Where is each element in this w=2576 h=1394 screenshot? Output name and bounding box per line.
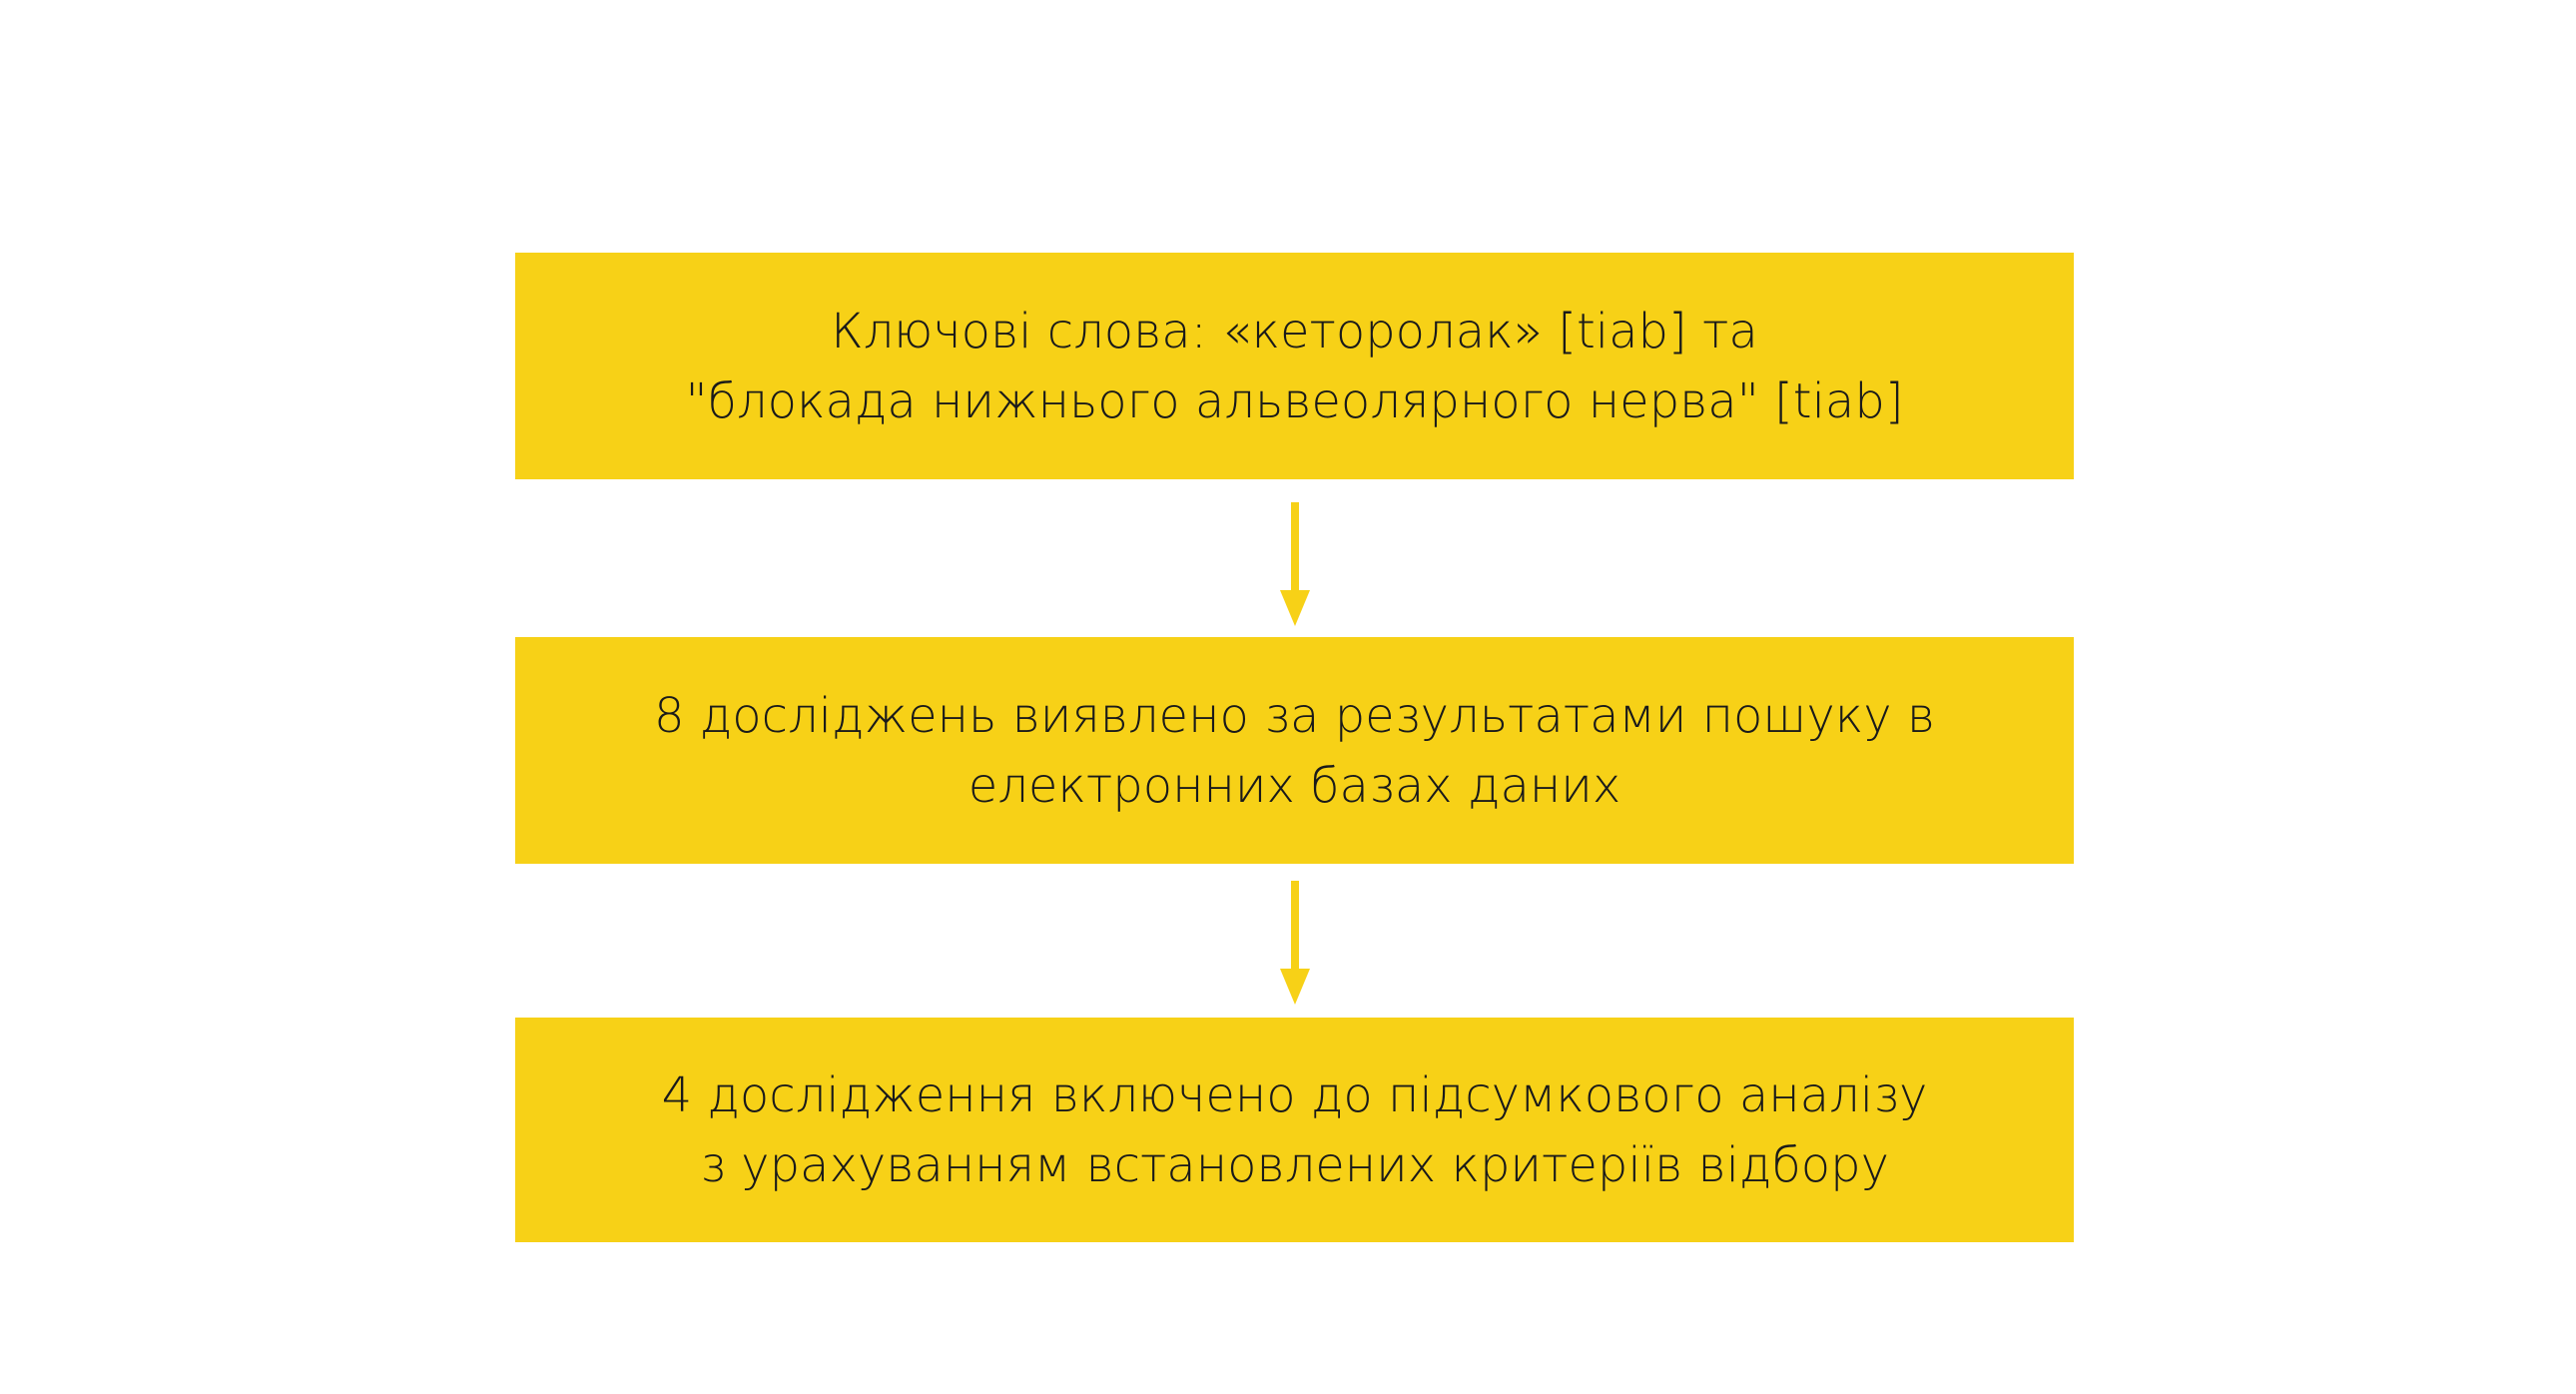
flow-step-keywords: Ключові слова: «кеторолак» [tiab] та "бл… (515, 253, 2074, 479)
step-text-line: 8 досліджень виявлено за результатами по… (653, 687, 1936, 744)
flow-step-identified: 8 досліджень виявлено за результатами по… (515, 637, 2074, 864)
step-text-line: "блокада нижнього альвеолярного нерва" [… (685, 372, 1904, 429)
step-text-line: 4 дослідження включено до підсумкового а… (661, 1066, 1928, 1123)
step-text-line: електронних базах даних (967, 757, 1621, 814)
down-arrow-icon (1280, 881, 1310, 1005)
step-text-line: з урахуванням встановлених критеріїв від… (699, 1136, 1890, 1193)
flow-step-included: 4 дослідження включено до підсумкового а… (515, 1018, 2074, 1242)
step-text-line: Ключові слова: «кеторолак» [tiab] та (831, 303, 1758, 359)
down-arrow-icon (1280, 502, 1310, 626)
